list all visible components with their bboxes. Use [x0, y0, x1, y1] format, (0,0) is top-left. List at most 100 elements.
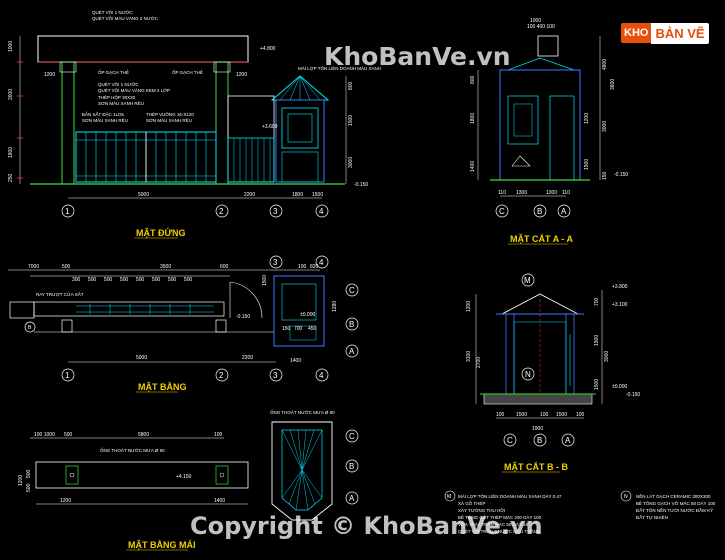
plan-level-1: -0.150 [236, 314, 250, 320]
section-b-level-3: ±0.000 [612, 384, 627, 390]
roof-plan-title: MẶT BẰNG MÁI [128, 540, 196, 550]
plan-grid-a: A [349, 347, 355, 356]
front-note-13: SƠN MÀU XANH RÊU [146, 116, 192, 123]
plan-sub-dim-3: 500 [104, 277, 113, 283]
front-note-5: QUÉT VÔI MÀU VÀNG KEM 2 LỚP [98, 87, 170, 93]
roof-grid-b: B [349, 462, 354, 471]
section-a-right-dim-1: 4800 [602, 59, 608, 70]
gate-top-beam [37, 35, 249, 63]
front-note-6: THÉP HỘP 30X30 [98, 94, 136, 100]
roof-left-dim-2: 500 [26, 469, 32, 478]
section-a-level: -0.150 [614, 172, 628, 178]
section-a-top-dim-1: 1000 [530, 18, 541, 24]
watermark-bottom: Copyright © KhoBanVe.vn [190, 512, 543, 540]
front-note-4: QUÉT VÔI 1 NƯỚC [98, 81, 139, 87]
section-b-foundation [483, 393, 593, 405]
plan-bottom-dim-1: 5000 [136, 355, 147, 361]
section-b-total: 1900 [532, 426, 543, 432]
legend-n-4: ĐẤT TỰ NHIÊN [636, 513, 668, 520]
roof-left-dim-1: 1200 [18, 475, 24, 486]
front-title: MẶT ĐỨNG [136, 227, 185, 238]
front-right-dim-3: 3000 [348, 157, 354, 168]
legend-m-5: VỮA TRÁT TRẦN MÁC 50 DÀY 15 [458, 521, 529, 527]
khobanve-logo: KHO BẢN VẼ [621, 20, 717, 46]
front-left-dim-3: 1800 [8, 147, 14, 158]
front-note-2: QUÉT VÔI MÀU VÀNG 2 NƯỚC [92, 15, 159, 21]
front-left-dim-1: 1000 [8, 41, 14, 52]
legend-m-4: BÊ TÔNG CỐT THÉP MÁC 200 DÀY 100 [458, 513, 542, 520]
plan-level-2: ±0.000 [300, 312, 315, 318]
front-elevation: 1000 2600 1800 250 1200 1200 800 1500 30… [8, 9, 381, 239]
front-bottom-dim-1: 5000 [138, 192, 149, 198]
plan-sub-dim-2: 500 [88, 277, 97, 283]
front-right-dim-1: 800 [348, 81, 354, 90]
legend-m-2: XÀ GỒ THÉP [458, 500, 485, 506]
front-right-dim-2: 1500 [348, 115, 354, 126]
legend-m-1: MÁI LỢP TÔN LIÊN DOANH MÀU XANH DÀY 0.47 [458, 492, 562, 499]
front-note-12: THÉP VUÔNG 16-X120 [146, 111, 194, 117]
roof-plan: 100 1000 500 5800 100 ỐNG THOÁT NƯỚC MƯA… [18, 409, 359, 551]
front-bottom-dim-3: 1800 [292, 192, 303, 198]
section-b-right-dim-1: 700 [594, 297, 600, 306]
section-a-top-dim-2: 100 400 100 [527, 24, 555, 30]
legend-n-1: NỀN LÁT GẠCH CERAMIC 300X300 [636, 493, 711, 499]
plan-right-dim-2: 100 [298, 264, 307, 270]
front-level-3: -0.150 [354, 182, 368, 188]
section-a-title: MẶT CẮT A - A [510, 234, 573, 244]
roof-top-dim-1: 100 1000 [34, 432, 55, 438]
section-a-grid-b: B [537, 207, 542, 216]
guardhouse-body [275, 99, 325, 183]
gate-column-left [61, 61, 75, 185]
front-note-8: ỐP GẠCH THẺ [172, 69, 203, 75]
section-b-left-dim-2: 3100 [466, 351, 472, 362]
plan-sub-dim-5: 500 [136, 277, 145, 283]
plan-grid-4: 4 [319, 371, 324, 380]
section-b-right-dim-3: 3000 [604, 351, 610, 362]
section-b-grid-b: B [537, 436, 542, 445]
svg-text:M: M [447, 494, 451, 500]
section-a-left-dim-1: 800 [470, 75, 476, 84]
plan-room-dim-1: 1500 [262, 275, 268, 286]
front-grid-3: 3 [273, 207, 278, 216]
plan-room-dim-4: 450 [308, 326, 317, 332]
legend-m-3: XÂY TƯỜNG THU HỒI [458, 507, 505, 513]
roof-pipe-note-2: ỐNG THOÁT NƯỚC MƯA Ø 90 [270, 409, 335, 415]
roof-gate-beam [35, 461, 249, 489]
section-b-right-dim-4: 1500 [594, 379, 600, 390]
roof-bottom-dim-2: 1400 [214, 498, 225, 504]
roof-pipe-note: ỐNG THOÁT NƯỚC MƯA Ø 90 [100, 447, 165, 453]
plan-grid-c: C [349, 286, 355, 295]
section-b-bottom-dim-4: 1500 [556, 412, 567, 418]
section-b-right-dim-2: 1500 [594, 335, 600, 346]
front-note-10: BẢN SẮT ĐẶC 1LD5 [82, 110, 124, 117]
section-a-right-dim-4: 1200 [584, 113, 590, 124]
plan-top-dim-3: 3500 [160, 264, 171, 270]
section-b-bottom-dim-2: 1500 [516, 412, 527, 418]
plan-guard-room [273, 275, 325, 347]
section-a-right-dim-6: 150 [602, 171, 608, 180]
section-b-bottom-dim-1: 100 [496, 412, 505, 418]
section-b-level-4: -0.150 [626, 392, 640, 398]
logo-part-1: KHO [621, 23, 652, 43]
section-b-grid-c: C [507, 436, 513, 445]
guardhouse-roof-plan [271, 421, 333, 521]
front-note-11: SƠN MÀU XANH RÊU [82, 116, 128, 123]
plan-grid-b: B [349, 320, 354, 329]
section-b-level-1: +3.800 [612, 284, 628, 290]
roof-bottom-dim-1: 1200 [60, 498, 71, 504]
plan-grid-3-top: 3 [273, 258, 278, 267]
section-b-grid-a: A [565, 436, 571, 445]
plan-right-dim-3: 1280 [332, 301, 338, 312]
roof-level: +4.150 [176, 474, 192, 480]
section-b-grid-m: M [524, 276, 531, 285]
plan-grid-4-top: 4 [319, 258, 324, 267]
section-b-bottom-dim-5: 100 [576, 412, 585, 418]
gate-column-right [215, 61, 229, 185]
plan-title: MẶT BẰNG [138, 382, 187, 392]
front-bottom-dim-4: 1500 [312, 192, 323, 198]
section-a-bottom-dim-1: 110 [498, 190, 506, 196]
plan-sub-dim-4: 500 [120, 277, 129, 283]
plan-sub-dim-1: 300 [72, 277, 81, 283]
plan-top-dim-1: 7000 [28, 264, 39, 270]
